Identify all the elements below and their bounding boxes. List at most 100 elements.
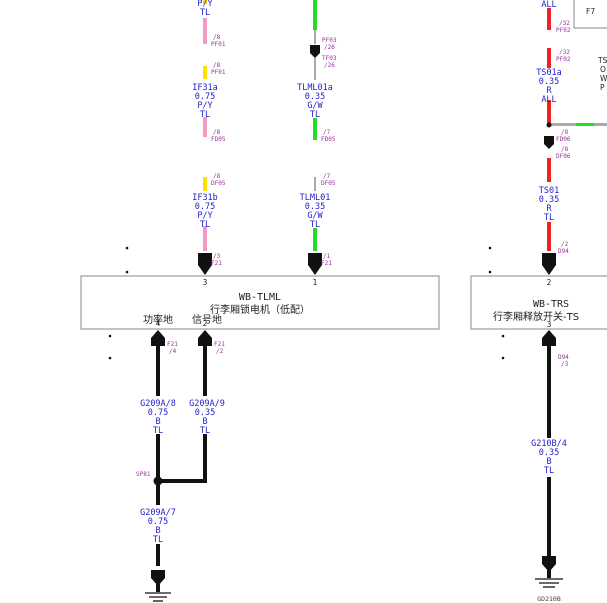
ground-wiring-left	[145, 330, 212, 602]
pin-label: /7	[323, 129, 331, 136]
wire-label-size: 0.75	[195, 92, 215, 102]
terminal-arrow	[151, 570, 165, 586]
wire-label-code: TS01a	[536, 68, 562, 78]
wire-label-color: R	[546, 204, 552, 214]
pin-label: DF05	[321, 180, 336, 187]
wire-label-size: 0.75	[148, 517, 168, 527]
wire-segment	[203, 117, 207, 137]
wire-ts01-column	[542, 8, 607, 275]
wire-label-top-color: P/Y	[197, 0, 212, 9]
pin-function-label: 功率地	[143, 313, 173, 326]
wire-segment	[547, 570, 551, 578]
dot	[501, 356, 505, 360]
terminal-arrow-up	[542, 330, 556, 346]
pin-label: DF06	[556, 153, 571, 160]
pin-label: F21	[321, 260, 332, 267]
splice-label: SP81	[136, 471, 151, 478]
wire-label-loc: TL	[153, 535, 163, 545]
wire-segment	[156, 434, 160, 505]
component-name: 行李厢释放开关-TS	[493, 310, 579, 323]
wire-label-color: B	[546, 457, 551, 467]
wire-segment	[313, 118, 317, 140]
wire-segment	[203, 434, 207, 483]
wire-segment	[547, 346, 551, 438]
wire-label-size: 0.75	[148, 408, 168, 418]
pin-number: 2	[547, 278, 552, 287]
dot	[488, 270, 492, 274]
pin-label: /2	[216, 348, 224, 355]
wire-label-size: 0.35	[539, 77, 559, 87]
component-code: WB-TLML	[239, 292, 281, 303]
wire-segment	[547, 158, 551, 182]
wire-segment	[156, 479, 207, 483]
wire-tlml01-column	[308, 0, 322, 275]
component-box	[470, 275, 607, 330]
wire-segment	[547, 477, 551, 556]
pin-label: F21	[211, 260, 222, 267]
wire-segment	[314, 58, 316, 80]
wire-label-size: 0.35	[305, 92, 325, 102]
pin-label: PF02	[556, 56, 571, 63]
terminal-arrow	[542, 253, 556, 275]
wire-label-code: IF31a	[192, 83, 218, 93]
wire-segment	[313, 228, 317, 251]
pin-label: FD05	[321, 136, 336, 143]
dot	[108, 356, 112, 360]
pin-number: 3	[547, 320, 552, 329]
wire-label-code: TS01	[539, 186, 559, 196]
pin-label: TF03	[322, 55, 337, 62]
terminal-arrow-up	[198, 330, 212, 346]
pin-label: /26	[324, 62, 335, 69]
pin-label: /4	[169, 348, 177, 355]
wire-label-size: 0.35	[305, 202, 325, 212]
splice-dot	[153, 476, 163, 486]
pin-number: 3	[203, 278, 208, 287]
wire-label-code: IF31b	[192, 193, 218, 203]
terminal-arrow	[198, 253, 212, 275]
edge-text: TS	[597, 56, 607, 65]
wire-segment	[576, 123, 594, 126]
pin-label: /7	[323, 173, 331, 180]
terminal-arrow	[542, 556, 556, 572]
top-right-box-text: F7	[586, 7, 595, 16]
dot	[125, 246, 129, 250]
pin-label: /8	[213, 129, 221, 136]
wire-segment	[547, 8, 551, 30]
component-code: WB-TRS	[533, 299, 569, 310]
terminal-arrow	[308, 253, 322, 275]
wire-label-color: G/W	[307, 101, 323, 111]
pin-label: D94	[558, 248, 569, 255]
wire-label-top-loc: TL	[200, 8, 210, 18]
pin-label: PF02	[556, 27, 571, 34]
wire-label-color: R	[546, 86, 552, 96]
wire-label-color: B	[155, 417, 160, 427]
dot	[501, 334, 505, 338]
wire-segment	[313, 0, 317, 30]
wire-label-loc: ALL	[541, 0, 556, 10]
ground-wiring-right	[535, 330, 563, 588]
pin-number: 1	[313, 278, 318, 287]
terminal-arrow	[310, 45, 320, 58]
wire-label-loc: TL	[544, 466, 554, 476]
component-box	[80, 275, 440, 330]
wire-segment	[547, 100, 551, 124]
wire-label-loc: TL	[310, 220, 320, 230]
pin-function-label: 信号地	[192, 313, 222, 326]
pin-label: /3	[213, 253, 221, 260]
pin-label: /32	[559, 49, 570, 56]
pin-label: PF01	[211, 69, 226, 76]
wire-label-code: TLML01	[300, 193, 331, 203]
pin-label: /26	[324, 44, 335, 51]
wire-label-loc: TL	[200, 426, 210, 436]
wire-label-size: 0.35	[539, 195, 559, 205]
wire-segment	[314, 177, 316, 191]
pin-number: 4	[156, 319, 161, 328]
wire-label-color: G/W	[307, 211, 323, 221]
wire-label-color: P/Y	[197, 101, 212, 111]
reference-dots	[108, 246, 505, 360]
ground-label: GD210B	[537, 595, 561, 603]
pin-label: /8	[213, 34, 221, 41]
wire-if31-column	[198, 0, 212, 275]
dot	[108, 334, 112, 338]
